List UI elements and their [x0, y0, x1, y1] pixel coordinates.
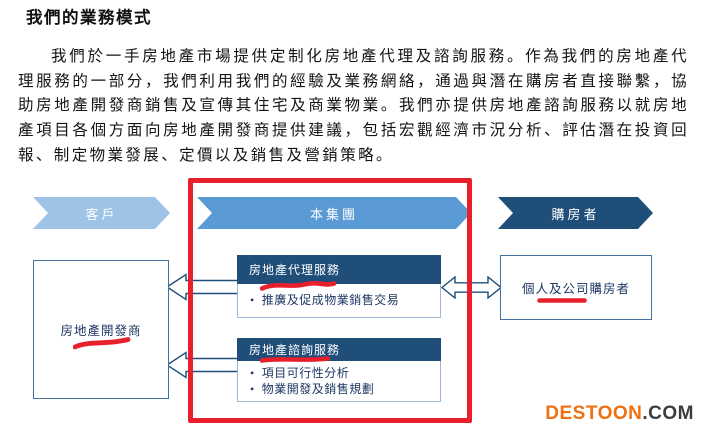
watermark-suffix: .COM	[642, 403, 694, 424]
lane-buyer-chevron: 購房者	[498, 197, 653, 229]
developer-box: 房地產開發商	[33, 260, 169, 399]
page-title: 我們的業務模式	[26, 9, 152, 27]
consulting-service-header: 房地產諮詢服務	[237, 338, 441, 361]
watermark-brand: DESTOON	[545, 403, 643, 424]
lane-group-chevron: 本集團	[197, 197, 471, 229]
double-arrow-icon	[441, 276, 502, 299]
left-arrow-icon	[166, 351, 238, 379]
agency-service-header: 房地產代理服務	[237, 255, 441, 284]
consulting-service-box: 房地產諮詢服務 項目可行性分析 物業開發及銷售規劃	[237, 338, 441, 402]
consulting-bullet-2: 物業開發及銷售規劃	[250, 381, 434, 397]
consulting-bullet-1: 項目可行性分析	[250, 365, 434, 381]
agency-service-body: 推廣及促成物業銷售交易	[237, 284, 441, 318]
lane-customer-chevron: 客戶	[33, 197, 170, 229]
left-arrow-icon	[166, 273, 238, 301]
agency-bullet-1: 推廣及促成物業銷售交易	[250, 292, 434, 308]
buyer-box: 個人及公司購房者	[500, 255, 652, 320]
lane-buyer-label: 購房者	[551, 206, 600, 222]
lane-group-label: 本集團	[309, 206, 358, 222]
agency-service-box: 房地產代理服務 推廣及促成物業銷售交易	[237, 255, 441, 318]
body-paragraph: 我們於一手房地產市場提供定制化房地產代理及諮詢服務。作為我們的房地產代理服務的一…	[18, 48, 689, 164]
lane-customer-label: 客戶	[85, 206, 118, 222]
consulting-service-body: 項目可行性分析 物業開發及銷售規劃	[237, 361, 441, 402]
watermark: DESTOON.COM	[545, 403, 694, 425]
developer-box-label: 房地產開發商	[60, 324, 142, 338]
buyer-box-label: 個人及公司購房者	[521, 282, 630, 296]
